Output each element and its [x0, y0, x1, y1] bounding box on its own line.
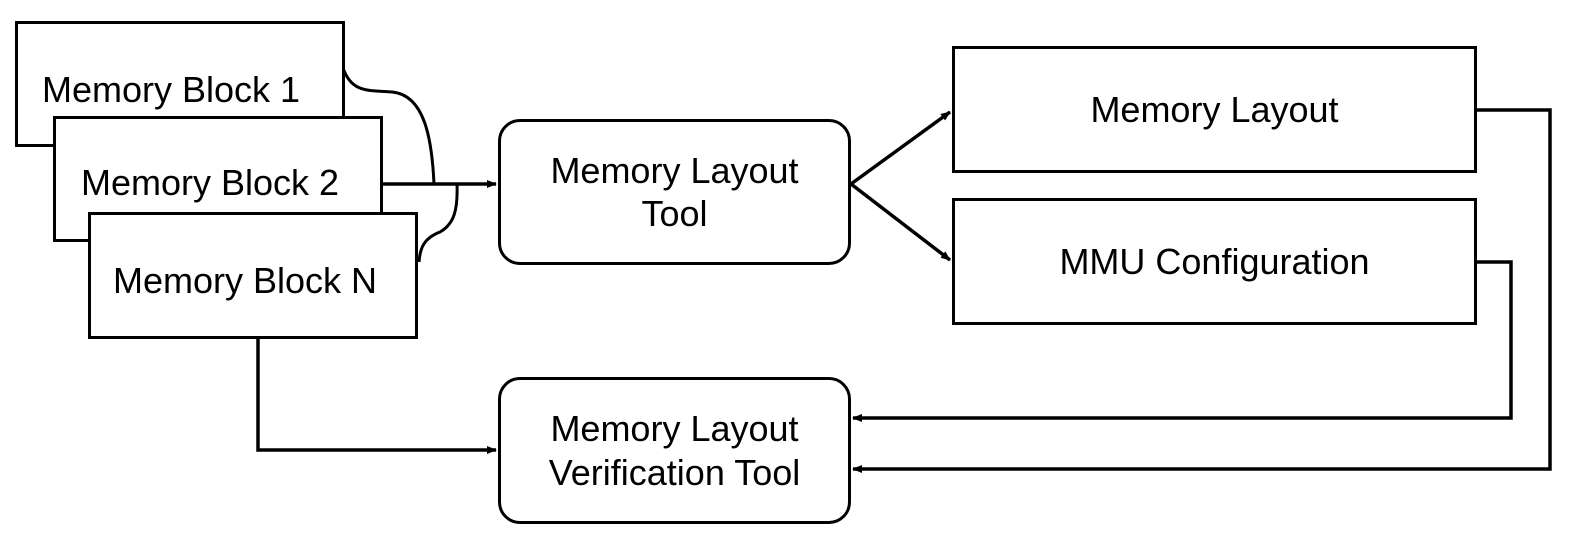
memory-layout-tool-line2: Tool	[641, 193, 708, 234]
tool-to-mmu-arrow	[849, 182, 952, 262]
memory-layout-output-label: Memory Layout	[1090, 88, 1339, 130]
memory-layout-output: Memory Layout	[952, 46, 1477, 173]
memory-layout-tool: Memory Layout Tool	[498, 119, 851, 265]
memory-block-1-label: Memory Block 1	[42, 69, 301, 110]
brace-upper-curve	[341, 67, 436, 185]
mmu-to-verification-arrow	[852, 260, 1513, 422]
mmu-configuration-output: MMU Configuration	[952, 198, 1477, 325]
layout-to-verification-arrow	[852, 108, 1552, 473]
blocks-to-verification-arrow	[256, 339, 497, 454]
memory-block-2-label: Memory Block 2	[81, 162, 340, 203]
memory-layout-tool-line1: Memory Layout	[550, 149, 799, 191]
brace-lower-curve	[417, 183, 459, 263]
memory-layout-verification-tool: Memory Layout Verification Tool	[498, 377, 851, 524]
memory-block-n-label: Memory Block N	[113, 260, 378, 301]
memory-block-n: Memory Block N	[88, 212, 418, 339]
tool-to-layout-arrow	[849, 110, 952, 186]
mmu-configuration-output-label: MMU Configuration	[1059, 240, 1370, 282]
verification-tool-line1: Memory Layout	[550, 408, 799, 450]
verification-tool-line2: Verification Tool	[548, 451, 801, 493]
